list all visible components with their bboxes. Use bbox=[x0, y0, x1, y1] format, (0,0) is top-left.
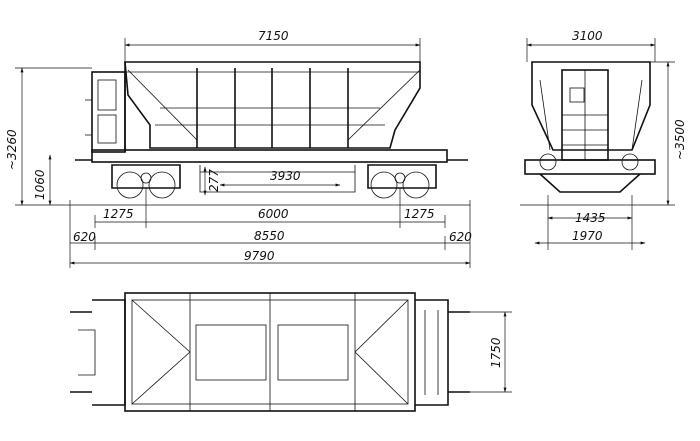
dim-3930: 3930 bbox=[270, 169, 301, 183]
dim-1060: 1060 bbox=[33, 169, 47, 200]
dim-1435: 1435 bbox=[575, 211, 606, 225]
dim-1750: 1750 bbox=[489, 337, 503, 368]
dim-8550: 8550 bbox=[254, 229, 285, 243]
dim-3500: ~3500 bbox=[673, 119, 687, 160]
dim-6000: 6000 bbox=[258, 207, 289, 221]
dim-9790: 9790 bbox=[244, 249, 275, 263]
dim-1970: 1970 bbox=[572, 229, 603, 243]
dim-620-right: 620 bbox=[449, 230, 472, 244]
dim-277: 277 bbox=[207, 169, 221, 192]
dim-7150: 7150 bbox=[258, 29, 289, 43]
dim-1275-left: 1275 bbox=[103, 207, 134, 221]
dim-3260: ~3260 bbox=[5, 129, 19, 170]
end-view bbox=[524, 61, 656, 193]
dimension-lines bbox=[15, 38, 675, 393]
dim-1275-right: 1275 bbox=[404, 207, 435, 221]
dim-3100: 3100 bbox=[572, 29, 603, 43]
dim-620-left: 620 bbox=[73, 230, 96, 244]
side-view bbox=[75, 61, 468, 199]
plan-view bbox=[70, 292, 470, 412]
